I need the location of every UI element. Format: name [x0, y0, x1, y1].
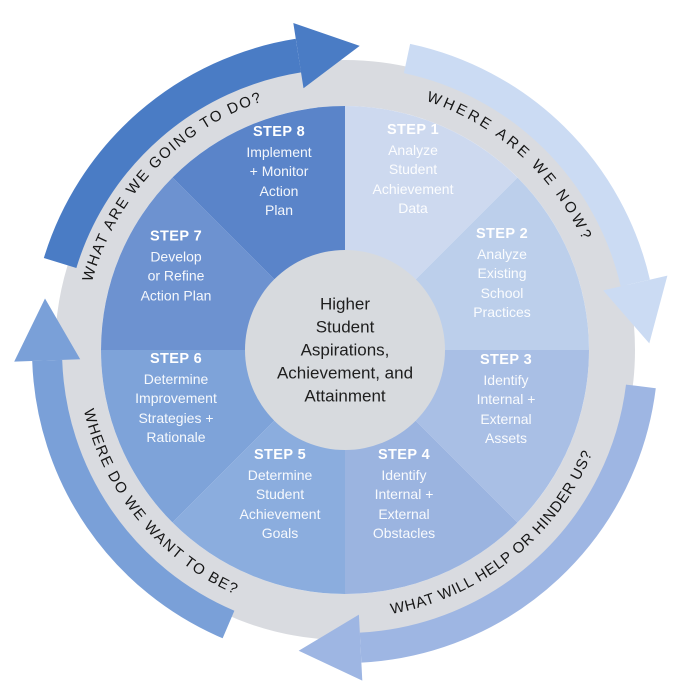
cycle-arrow-bottom: [359, 384, 656, 663]
cycle-arrow-right-head-icon: [603, 275, 668, 344]
cycle-arrow-top: [43, 38, 302, 269]
cycle-arrow-top-head-icon: [293, 23, 360, 89]
question-ring: [55, 60, 635, 640]
cycle-arrow-left-head-icon: [14, 298, 81, 362]
cycle-arrow-right: [403, 43, 650, 287]
cycle-arrow-bottom-head-icon: [298, 614, 363, 681]
center-circle: [245, 250, 445, 450]
cycle-arrow-left: [32, 359, 235, 639]
